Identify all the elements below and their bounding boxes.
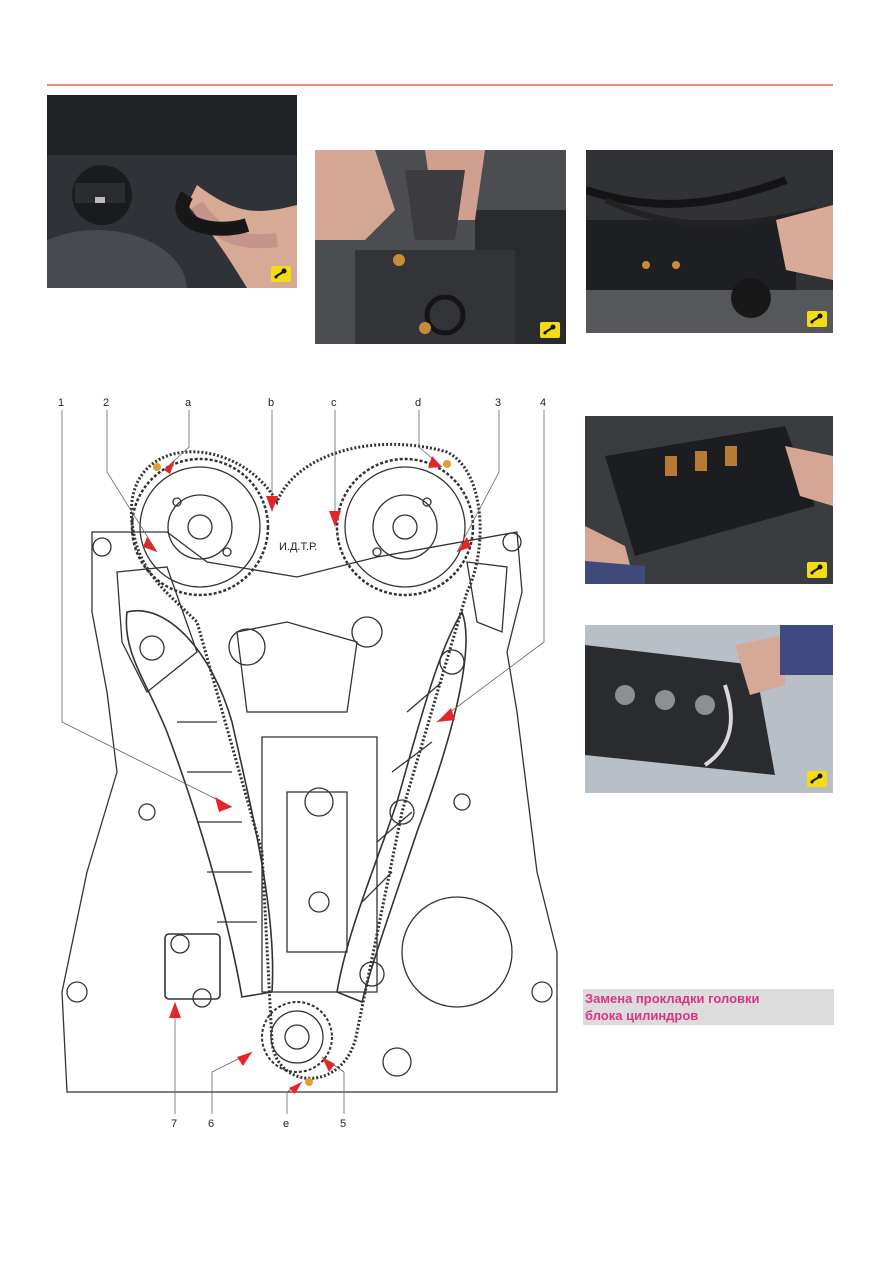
section-heading-line-1: Замена прокладки головки	[585, 991, 760, 1006]
header-rule	[47, 84, 833, 86]
callout-b: b	[268, 397, 274, 409]
photo-cover-gasket	[585, 625, 833, 793]
wrench-icon	[807, 562, 827, 578]
callout-4: 4	[540, 397, 546, 409]
wrench-icon	[807, 771, 827, 787]
photo-removing-head-cover	[585, 416, 833, 584]
photo-oil-cap-hose	[47, 95, 297, 288]
callout-e: e	[283, 1118, 289, 1130]
callout-2: 2	[103, 397, 109, 409]
callout-arrows	[143, 456, 471, 1094]
callout-3: 3	[495, 397, 501, 409]
section-heading: Замена прокладки головки блока цилиндров	[583, 989, 834, 1025]
wrench-icon	[271, 266, 291, 282]
engraving-text: И.Д.Т.Р.	[279, 541, 317, 553]
callout-a: a	[185, 397, 192, 409]
callout-5: 5	[340, 1118, 346, 1130]
photo-coil-connector	[315, 150, 566, 344]
photo-cylinder-head-cover-hoses	[586, 150, 833, 333]
callout-1: 1	[58, 397, 64, 409]
callout-d: d	[415, 397, 421, 409]
callout-7: 7	[171, 1118, 177, 1130]
section-heading-line-2: блока цилиндров	[585, 1008, 699, 1023]
wrench-icon	[807, 311, 827, 327]
wrench-icon	[540, 322, 560, 338]
callout-c: c	[331, 397, 337, 409]
timing-chain-diagram: 1 2 a b c d 3 4 7 6 e 5 И.Д.Т.Р.	[47, 392, 567, 1137]
callout-6: 6	[208, 1118, 214, 1130]
